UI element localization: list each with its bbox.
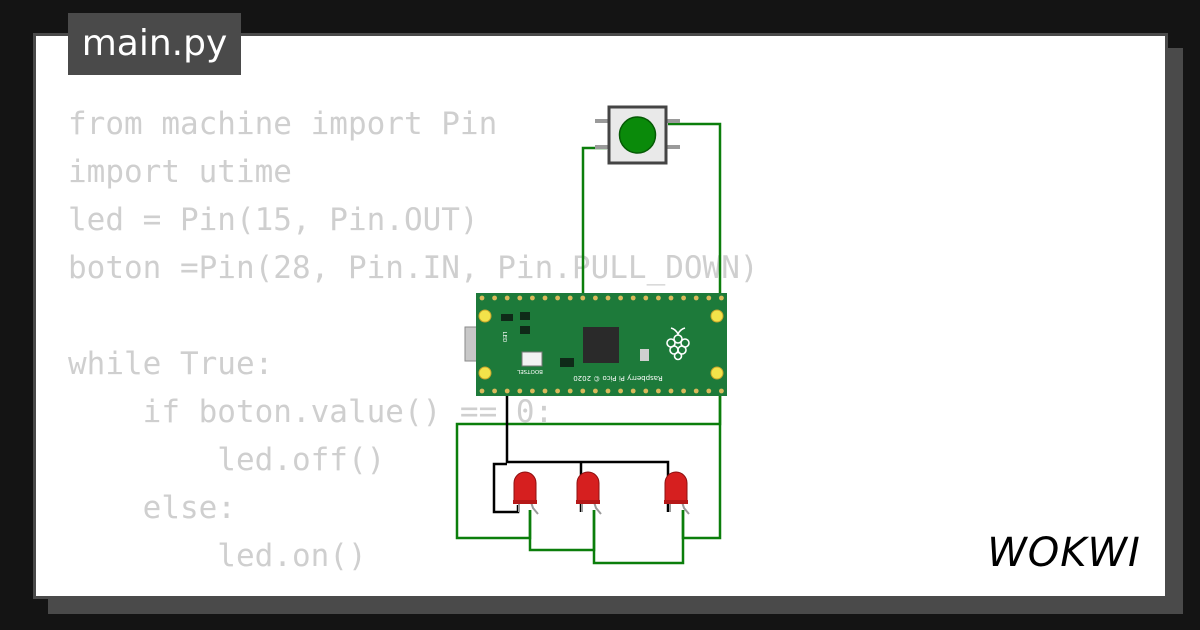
header-pin	[567, 388, 573, 394]
pushbutton[interactable]	[595, 105, 680, 165]
code-preview: from machine import Pin import utime led =…	[68, 100, 759, 580]
header-pin	[530, 388, 535, 394]
led-2[interactable]	[576, 471, 602, 515]
led-body	[513, 471, 537, 503]
wire-button-left	[581, 146, 607, 300]
button-pin	[666, 145, 680, 149]
code-line: import utime	[68, 154, 292, 190]
code-line: while True:	[68, 346, 274, 382]
header-pin	[706, 388, 712, 394]
bootsel-button[interactable]	[521, 351, 543, 367]
led-rim	[576, 500, 600, 504]
header-pin	[656, 388, 661, 394]
smd-part	[560, 358, 574, 367]
header-pin	[555, 388, 560, 394]
header-pin	[580, 295, 586, 301]
code-line: led.off()	[68, 442, 386, 478]
header-pin	[719, 295, 724, 301]
header-pin	[681, 295, 686, 301]
wokwi-logo: WOKWI	[987, 530, 1141, 576]
header-pin	[530, 295, 535, 301]
header-pin	[668, 388, 674, 394]
header-pin	[630, 388, 636, 394]
led-3[interactable]	[664, 471, 690, 515]
header-pin	[693, 388, 699, 394]
header-pins-top	[479, 295, 724, 301]
mount-hole	[478, 366, 492, 380]
code-line: else:	[68, 490, 236, 526]
file-tab[interactable]: main.py	[68, 13, 241, 75]
header-pin	[605, 388, 611, 394]
code-line: from machine import Pin	[68, 106, 498, 142]
led-rim	[664, 500, 688, 504]
smd-part	[520, 326, 530, 334]
wire-ground-mid	[528, 510, 596, 552]
header-pin	[517, 295, 523, 301]
header-pin	[618, 388, 623, 394]
header-pin	[719, 388, 724, 394]
header-pin	[681, 388, 686, 394]
header-pin	[492, 295, 497, 301]
header-pin	[618, 295, 623, 301]
button-pin	[595, 145, 609, 149]
board-silkscreen: Raspberry Pi Pico © 2020	[573, 374, 663, 382]
smd-part	[501, 314, 513, 321]
code-line: if boton.value() == 0:	[68, 394, 554, 430]
header-pin	[504, 388, 510, 394]
mount-hole	[710, 309, 724, 323]
header-pin	[492, 388, 497, 394]
led-1[interactable]	[513, 471, 539, 515]
button-cap[interactable]	[618, 116, 657, 154]
header-pin	[567, 295, 573, 301]
header-pin	[479, 295, 485, 301]
wire-ground-return	[681, 395, 722, 540]
header-pin	[479, 388, 485, 394]
header-pin	[643, 295, 649, 301]
header-pin	[555, 295, 560, 301]
button-pin	[595, 119, 609, 123]
button-pin	[666, 119, 680, 123]
smd-part	[640, 349, 649, 361]
header-pin	[504, 295, 510, 301]
code-line: led = Pin(15, Pin.OUT)	[68, 202, 479, 238]
header-pin	[643, 388, 649, 394]
header-pin	[668, 295, 674, 301]
code-line: led.on()	[68, 538, 367, 574]
header-pin	[656, 295, 661, 301]
bootsel-label: BOOTSEL	[516, 368, 543, 374]
header-pin	[517, 388, 523, 394]
header-pin	[630, 295, 636, 301]
led-rim	[513, 500, 537, 504]
header-pin	[542, 295, 548, 301]
raspberry-logo-icon	[666, 327, 690, 361]
pico-board[interactable]: Raspberry Pi Pico © 2020 BOOTSEL LED	[464, 293, 727, 396]
led-body	[664, 471, 688, 503]
header-pin	[693, 295, 699, 301]
smd-part	[520, 312, 530, 320]
mount-hole	[710, 366, 724, 380]
led-body	[576, 471, 600, 503]
header-pin	[542, 388, 548, 394]
header-pin	[605, 295, 611, 301]
mount-hole	[478, 309, 492, 323]
wire-button-right	[668, 122, 722, 300]
rp2040-chip	[583, 327, 619, 363]
header-pin	[593, 295, 598, 301]
led-label: LED	[501, 332, 507, 343]
header-pin	[706, 295, 712, 301]
code-line: boton =Pin(28, Pin.IN, Pin.PULL_DOWN)	[68, 250, 759, 286]
header-pins-bottom	[479, 388, 724, 394]
logo-text: WOKWI	[987, 530, 1141, 576]
header-pin	[580, 388, 586, 394]
header-pin	[593, 388, 598, 394]
wire-ground-right	[592, 510, 685, 565]
